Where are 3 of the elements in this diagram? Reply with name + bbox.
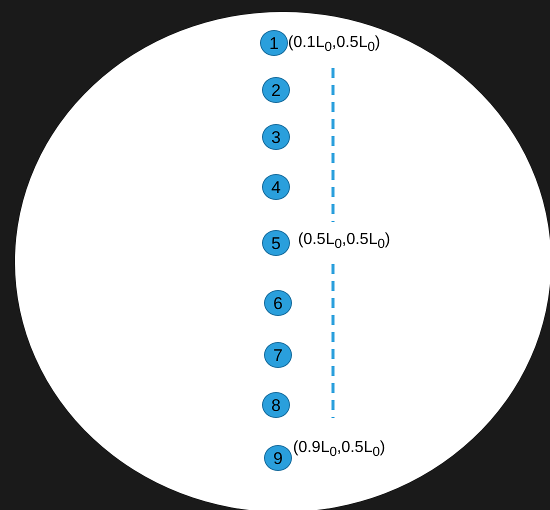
coordinate-label: (0.1L$_{0}$,0.5L$_{0}$) [288,34,380,54]
coordinate-label: (0.9L$_{0}$,0.5L$_{0}$) [293,439,386,460]
coordinate-label: (0.5L$_{0}$,0.5L$_{0}$) [298,231,390,252]
